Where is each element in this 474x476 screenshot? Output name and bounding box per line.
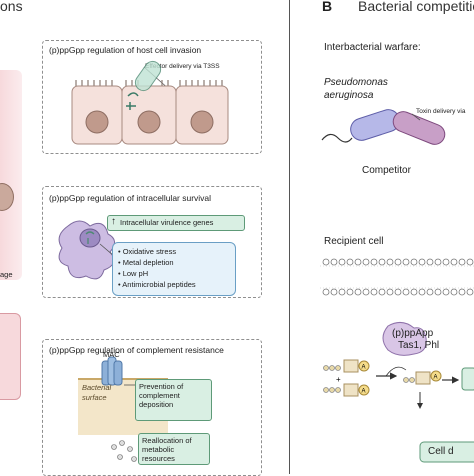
tas1-label: Tas1, Phl <box>398 340 440 351</box>
ppapp-synthesis-illustration: A + A A <box>323 322 474 463</box>
stress-item: • Oxidative stress <box>118 247 177 256</box>
macrophage-illustration <box>58 220 115 280</box>
host-cell-strip-bottom <box>0 313 21 400</box>
panel-b-letter: B <box>322 0 333 14</box>
warfare-label: Interbacterial warfare: <box>324 42 421 53</box>
stress-item: • Low pH <box>118 269 149 278</box>
membrane-bilayer-illustration <box>320 258 474 296</box>
prevention-label: Prevention of complement deposition <box>139 382 184 409</box>
epithelial-cells-illustration <box>71 60 229 145</box>
toxin-label: Toxin delivery via <box>416 108 466 115</box>
prevention-box: Prevention of complement deposition <box>135 379 212 421</box>
competitor-label: Competitor <box>362 165 411 176</box>
species-label: Pseudomonas aeruginosa <box>324 77 388 101</box>
virulence-genes-box: ↑ Intracellular virulence genes <box>107 215 245 231</box>
host-cell-strip-top <box>0 70 22 280</box>
reallocation-label: Reallocation of metabolic resources <box>142 436 192 463</box>
svg-text:A: A <box>434 375 438 381</box>
macrophage-label-fragment: age <box>0 270 13 279</box>
survival-title: (p)ppGpp regulation of intracellular sur… <box>49 193 212 203</box>
svg-text:A: A <box>362 389 366 395</box>
invasion-box <box>42 40 262 154</box>
invasion-title: (p)ppGpp regulation of host cell invasio… <box>49 45 202 55</box>
complement-title: (p)ppGpp regulation of complement resist… <box>49 345 224 355</box>
cell-death-label: Cell d <box>428 446 454 457</box>
up-arrow-icon: ↑ <box>111 216 116 227</box>
survival-box <box>42 186 262 298</box>
competing-bacteria-illustration <box>321 109 446 145</box>
virulence-genes-label: Intracellular virulence genes <box>120 218 214 227</box>
stress-item: • Metal depletion <box>118 258 174 267</box>
mac-label: MAC <box>103 350 120 359</box>
stress-list-box: • Oxidative stress • Metal depletion • L… <box>112 242 236 296</box>
bacterial-surface-label: Bacterial surface <box>82 383 112 402</box>
stress-item: • Antimicrobial peptides <box>118 280 196 289</box>
panel-a-title-fragment: ons <box>0 0 23 14</box>
svg-text:A: A <box>362 365 366 371</box>
panel-b-title: Bacterial competitio <box>358 0 474 14</box>
recipient-label: Recipient cell <box>324 236 384 247</box>
panel-divider <box>289 0 290 474</box>
ppapp-label: (p)ppApp <box>392 328 434 339</box>
svg-text:+: + <box>336 375 341 384</box>
reallocation-box: Reallocation of metabolic resources <box>138 433 210 465</box>
effector-label: Effector delivery via T3SS <box>145 63 220 70</box>
